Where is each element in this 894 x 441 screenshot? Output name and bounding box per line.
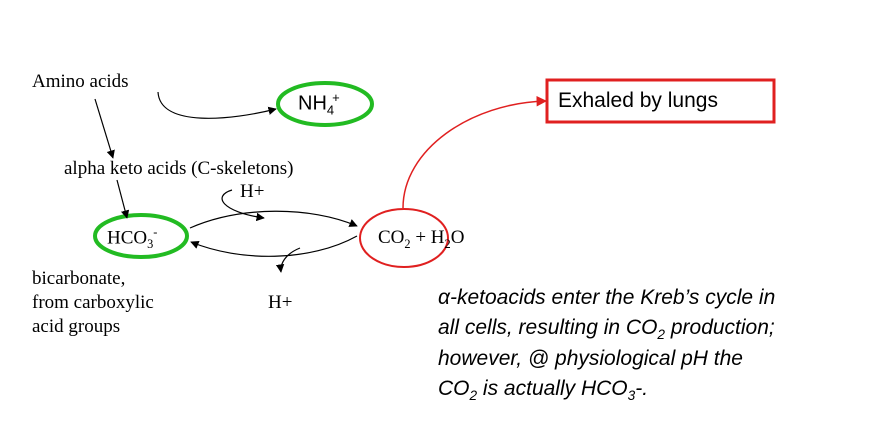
plus-sign: +: [410, 227, 431, 248]
co2-base: CO: [378, 227, 405, 248]
h2o-h: H: [430, 227, 445, 248]
reverse-equilibrium-arrow: [190, 235, 358, 257]
caption-line-4-sub: 2: [469, 388, 478, 404]
co2-subscript: 2: [404, 236, 411, 251]
bicarbonate-line-1: bicarbonate,: [32, 268, 126, 289]
h2o-subscript: 2: [444, 236, 451, 251]
caption-line-2-sub: 2: [657, 327, 666, 343]
h-plus-in-arrow: [221, 189, 265, 222]
nh4-label: NH4+: [298, 90, 340, 118]
caption-line-4-c: -.: [635, 377, 649, 400]
caption-line-4-sub2: 3: [627, 388, 636, 404]
hco3-superscript: -: [153, 225, 158, 239]
caption-line-2-a: all cells, resulting in CO: [438, 316, 658, 339]
alpha-keto-acids-label: alpha keto acids (C-skeletons): [64, 158, 294, 179]
exhaled-by-lungs-label: Exhaled by lungs: [558, 89, 718, 112]
hco3-subscript: 3: [147, 237, 154, 252]
exhaled-arrow: [402, 96, 548, 209]
caption-line-2-b: production;: [665, 316, 775, 339]
nh4-superscript: +: [332, 90, 340, 105]
hco3-label: HCO3-: [107, 225, 157, 252]
amino-to-nh4-arrow: [157, 91, 277, 119]
co2-h2o-label: CO2 + H2O: [378, 227, 464, 252]
bicarbonate-line-3: acid groups: [32, 316, 121, 337]
h-plus-bottom-label: H+: [268, 292, 293, 313]
hco3-highlight-ellipse: [93, 213, 189, 259]
amino-to-keto-arrow: [94, 98, 115, 159]
caption-line-1: α-ketoacids enter the Kreb’s cycle in: [438, 286, 776, 309]
h2o-o: O: [450, 227, 465, 248]
caption-line-2: all cells, resulting in CO2 production;: [438, 316, 775, 342]
h-plus-out-arrow: [275, 247, 301, 273]
forward-equilibrium-arrow: [189, 210, 358, 229]
bicarbonate-line-2: from carboxylic: [32, 292, 154, 313]
nh4-base: NH: [298, 92, 327, 115]
keto-to-hco3-arrow: [116, 179, 130, 219]
co2-highlight-ellipse: [359, 208, 449, 268]
caption-line-3: however, @ physiological pH the: [438, 347, 743, 370]
caption-line-4-a: CO: [438, 377, 470, 400]
caption-line-4: CO2 is actually HCO3-.: [438, 377, 648, 403]
hco3-base: HCO: [107, 227, 148, 249]
amino-acids-label: Amino acids: [32, 71, 129, 92]
nh4-subscript: 4: [326, 102, 335, 118]
caption-line-4-b: is actually HCO: [477, 377, 628, 400]
h-plus-top-label: H+: [240, 181, 265, 202]
nh4-highlight-ellipse: [276, 81, 374, 127]
